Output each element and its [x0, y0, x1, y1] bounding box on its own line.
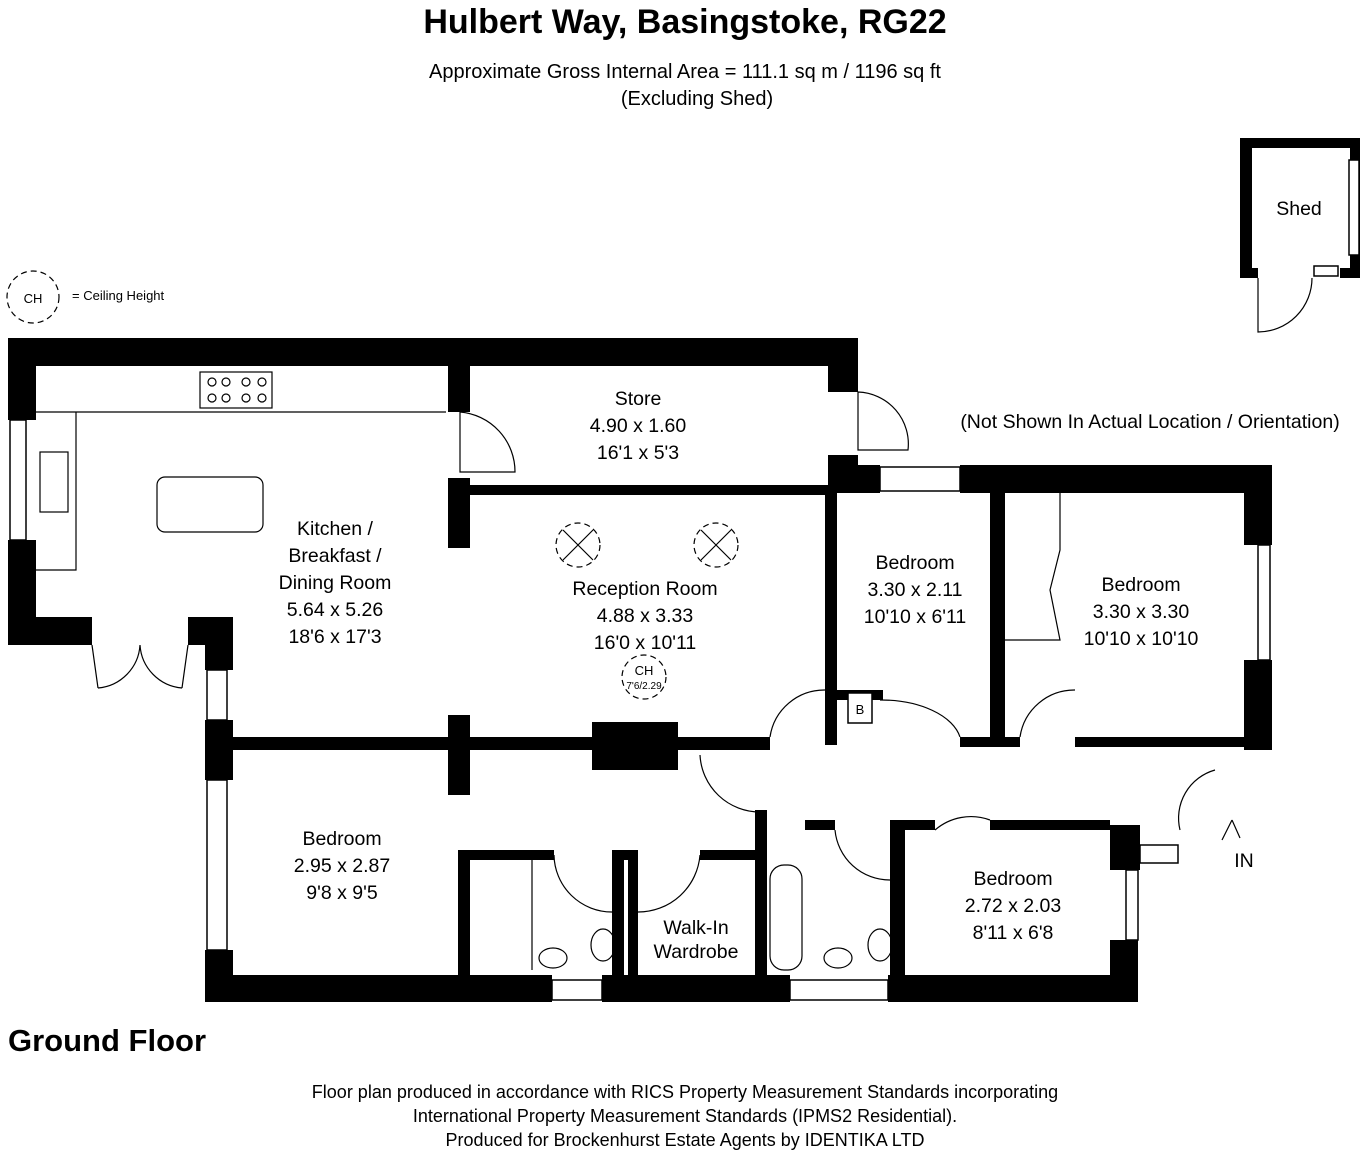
room-name: Reception Room: [572, 578, 717, 600]
shed-door-icon: [1257, 277, 1313, 333]
boiler-label: B: [856, 702, 865, 717]
toilet-icon: [590, 928, 616, 962]
bedroom2-door-icon: [1019, 689, 1076, 738]
ceiling-light-icon: [555, 522, 601, 568]
room-name: Bedroom: [302, 828, 381, 850]
sink-icon: [39, 451, 69, 513]
room-metric: 4.90 x 1.60: [590, 415, 687, 437]
bedroom1-door-icon: [879, 699, 961, 738]
entrance-label: IN: [1234, 850, 1254, 872]
room-store: Store 4.90 x 1.60 16'1 x 5'3: [590, 388, 687, 464]
room-imperial: 16'1 x 5'3: [597, 442, 679, 464]
room-imperial: 10'10 x 6'11: [864, 606, 967, 628]
room-name: Wardrobe: [654, 941, 739, 963]
wardrobe-door-icon: [637, 854, 701, 913]
wardrobe-doors: [1005, 493, 1061, 641]
room-metric: 2.95 x 2.87: [294, 855, 391, 877]
area-note: (Excluding Shed): [621, 88, 773, 110]
boiler-box: [847, 692, 873, 724]
room-bedroom-3: Bedroom 2.95 x 2.87 9'8 x 9'5: [294, 828, 391, 904]
front-door-icon: [1177, 769, 1216, 831]
footer-line: International Property Measurement Stand…: [413, 1106, 957, 1126]
room-bedroom-4: Bedroom 2.72 x 2.03 8'11 x 6'8: [965, 868, 1062, 944]
kitchen-counter: [36, 411, 446, 571]
bedroom4-door-icon: [934, 816, 991, 831]
doors: B: [91, 391, 1216, 913]
bathroom1-door-icon: [553, 854, 613, 913]
room-metric: 2.72 x 2.03: [965, 895, 1062, 917]
walls: [8, 338, 1272, 1002]
room-name: Kitchen /: [297, 518, 373, 540]
room-name: Walk-In: [663, 917, 728, 939]
room-name: Breakfast /: [288, 545, 382, 567]
room-bedroom-2: Bedroom 3.30 x 3.30 10'10 x 10'10: [1084, 574, 1199, 650]
room-name: Store: [615, 388, 662, 410]
kitchen-island: [156, 476, 264, 533]
room-metric: 4.88 x 3.33: [597, 605, 694, 627]
area-text: Approximate Gross Internal Area = 111.1 …: [429, 61, 941, 83]
bathroom2-door-icon: [834, 829, 891, 881]
room-imperial: 10'10 x 10'10: [1084, 628, 1199, 650]
hob-icon: [199, 371, 273, 409]
shed-label: Shed: [1276, 198, 1322, 220]
room-imperial: 9'8 x 9'5: [306, 882, 378, 904]
reception-door-icon: [769, 689, 826, 738]
room-metric: 5.64 x 5.26: [287, 599, 384, 621]
room-kitchen: Kitchen / Breakfast / Dining Room 5.64 x…: [279, 518, 392, 648]
kitchen-store-door-icon: [459, 411, 516, 473]
footer-line: Produced for Brockenhurst Estate Agents …: [446, 1130, 925, 1150]
room-imperial: 18'6 x 17'3: [288, 626, 381, 648]
room-name: Bedroom: [973, 868, 1052, 890]
ceiling-height-legend: CH = Ceiling Height: [6, 270, 165, 324]
room-reception: Reception Room 4.88 x 3.33 16'0 x 10'11: [572, 578, 717, 654]
room-name: Dining Room: [279, 572, 392, 594]
ceiling-light-icon: [693, 522, 739, 568]
room-imperial: 8'11 x 6'8: [973, 922, 1054, 944]
ch-circle-icon: [6, 270, 60, 324]
basin-icon: [538, 947, 568, 969]
ceiling-height-marker: CH 7'6/2.29: [621, 654, 667, 700]
shed-note: (Not Shown In Actual Location / Orientat…: [960, 411, 1339, 433]
fixtures: [36, 371, 1061, 971]
shed: Shed: [1240, 138, 1360, 333]
room-name: Bedroom: [875, 552, 954, 574]
ch-label: CH: [635, 663, 654, 678]
legend-symbol: CH: [24, 291, 43, 306]
store-door-icon: [857, 391, 909, 451]
bath-icon: [769, 864, 803, 971]
hall-door-icon: [699, 754, 761, 813]
room-walk-in-wardrobe: Walk-In Wardrobe: [654, 917, 739, 963]
legend-text: = Ceiling Height: [72, 288, 165, 303]
entrance-arrow-icon: [1221, 819, 1241, 841]
plan-title: Hulbert Way, Basingstoke, RG22: [423, 3, 946, 41]
room-bedroom-1: Bedroom 3.30 x 2.11 10'10 x 6'11: [864, 552, 967, 628]
room-metric: 3.30 x 2.11: [867, 579, 962, 601]
room-imperial: 16'0 x 10'11: [594, 632, 697, 654]
ch-value: 7'6/2.29: [626, 681, 662, 692]
room-name: Bedroom: [1101, 574, 1180, 596]
footer-line: Floor plan produced in accordance with R…: [312, 1082, 1058, 1102]
toilet-icon: [867, 928, 893, 962]
basin-icon: [823, 947, 853, 969]
patio-doors-icon: [91, 644, 189, 689]
room-metric: 3.30 x 3.30: [1093, 601, 1190, 623]
floor-label: Ground Floor: [8, 1023, 206, 1058]
